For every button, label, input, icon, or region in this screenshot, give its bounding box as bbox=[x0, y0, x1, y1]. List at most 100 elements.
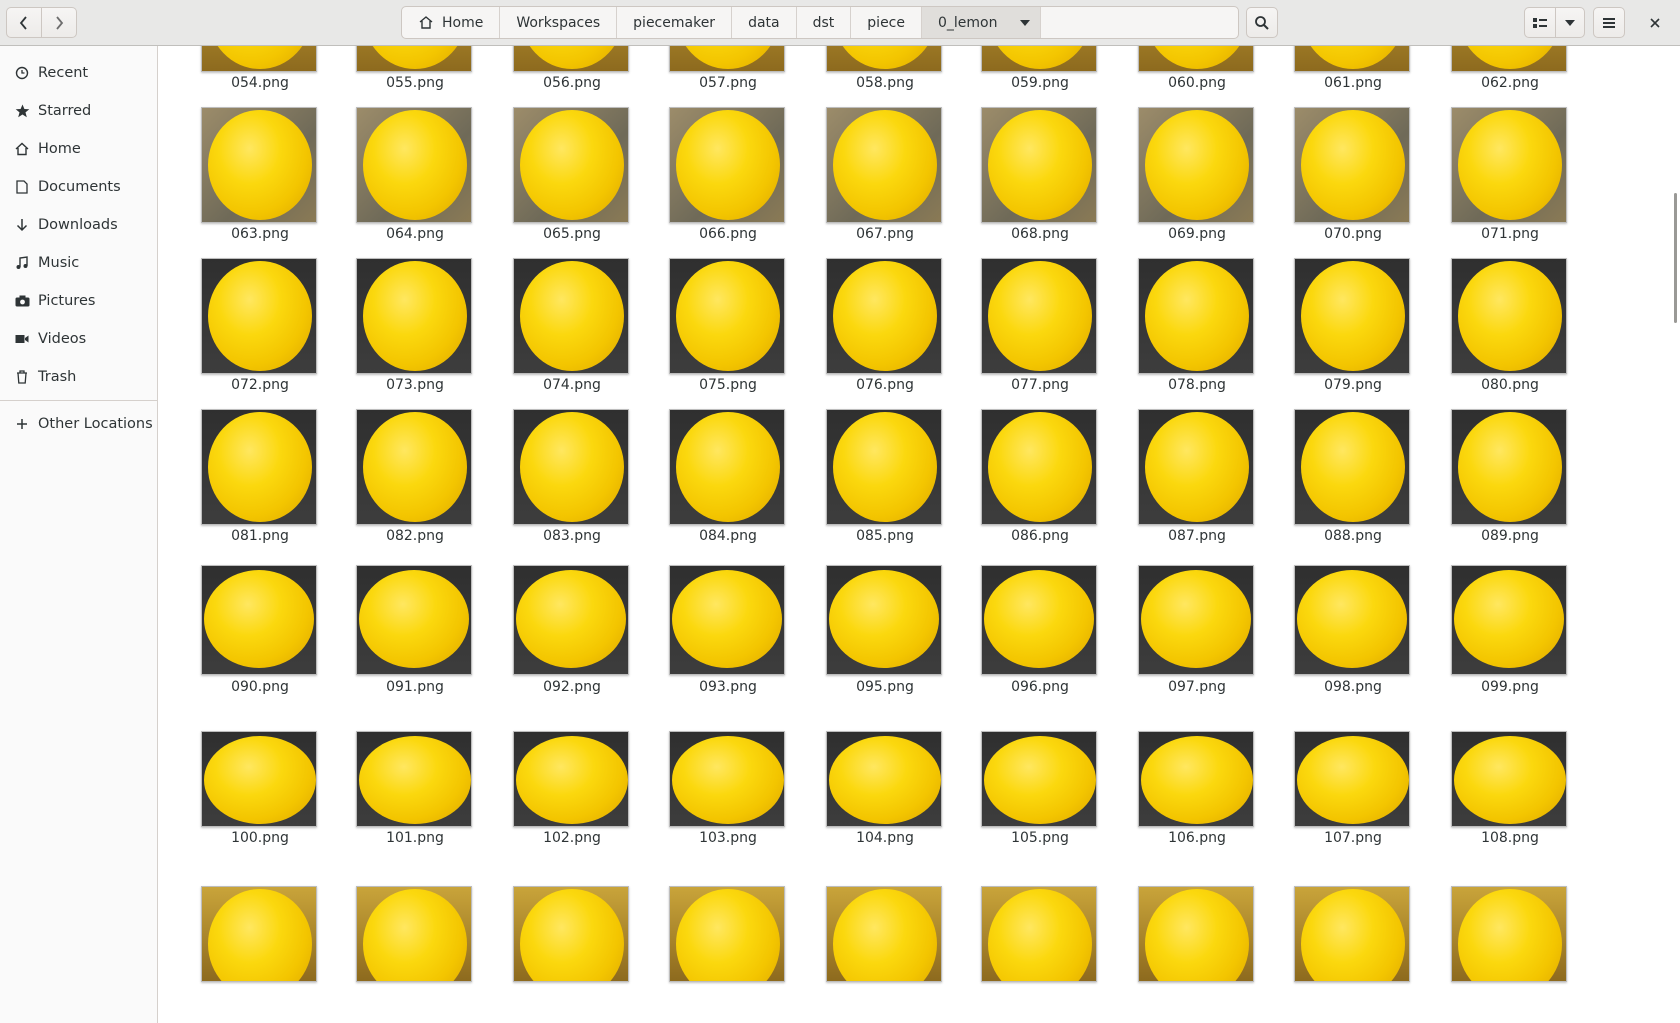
crumb-label: dst bbox=[812, 14, 835, 31]
file-name-label: 075.png bbox=[699, 377, 757, 393]
lemon-photo bbox=[359, 570, 469, 668]
back-button[interactable] bbox=[6, 7, 42, 38]
lemon-photo bbox=[204, 736, 316, 824]
search-icon bbox=[1255, 15, 1269, 30]
search-button[interactable] bbox=[1246, 7, 1278, 38]
close-button[interactable] bbox=[1645, 13, 1665, 33]
file-name-label: 097.png bbox=[1168, 679, 1226, 695]
lemon-photo bbox=[833, 110, 937, 220]
lemon-photo bbox=[1145, 412, 1249, 522]
lemon-photo bbox=[829, 570, 939, 668]
thumbnail-image bbox=[1138, 409, 1254, 525]
sidebar-item-recent[interactable]: Recent bbox=[0, 54, 157, 92]
lemon-photo bbox=[363, 889, 467, 981]
file-name-label: 058.png bbox=[856, 75, 914, 91]
thumbnail-image bbox=[356, 731, 472, 827]
sidebar-item-trash[interactable]: Trash bbox=[0, 358, 157, 396]
file-name-label: 068.png bbox=[1011, 226, 1069, 242]
lemon-photo bbox=[363, 261, 467, 371]
lemon-photo bbox=[1145, 46, 1249, 69]
thumbnail-image bbox=[1451, 886, 1567, 982]
thumbnail-image bbox=[981, 107, 1097, 223]
file-name-label: 107.png bbox=[1324, 830, 1382, 846]
lemon-photo bbox=[988, 889, 1092, 981]
thumbnail-image bbox=[513, 731, 629, 827]
crumb-label: data bbox=[748, 14, 780, 31]
thumbnail-image bbox=[1451, 731, 1567, 827]
lemon-photo bbox=[676, 261, 780, 371]
lemon-photo bbox=[676, 412, 780, 522]
crumb-home[interactable]: Home bbox=[402, 7, 501, 38]
file-name-label: 103.png bbox=[699, 830, 757, 846]
crumb-current-folder[interactable]: 0_lemon bbox=[922, 7, 1041, 38]
path-bar: Home Workspaces piecemaker data dst piec… bbox=[401, 6, 1239, 39]
lemon-photo bbox=[672, 570, 782, 668]
lemon-photo bbox=[1145, 261, 1249, 371]
thumbnail-image bbox=[1451, 565, 1567, 675]
sidebar-item-home[interactable]: Home bbox=[0, 130, 157, 168]
thumbnail-image bbox=[669, 258, 785, 374]
sidebar-item-documents[interactable]: Documents bbox=[0, 168, 157, 206]
lemon-photo bbox=[208, 889, 312, 981]
file-name-label: 090.png bbox=[231, 679, 289, 695]
thumbnail-image bbox=[826, 46, 942, 72]
thumbnail-image bbox=[356, 409, 472, 525]
sidebar-item-starred[interactable]: Starred bbox=[0, 92, 157, 130]
file-name-label: 076.png bbox=[856, 377, 914, 393]
file-name-label: 071.png bbox=[1481, 226, 1539, 242]
sidebar-item-label: Videos bbox=[38, 331, 87, 347]
view-options-button[interactable] bbox=[1555, 7, 1585, 38]
thumbnail-image bbox=[1138, 565, 1254, 675]
sidebar-item-downloads[interactable]: Downloads bbox=[0, 206, 157, 244]
file-name-label: 085.png bbox=[856, 528, 914, 544]
lemon-photo bbox=[520, 261, 624, 371]
sidebar-item-other-locations[interactable]: Other Locations bbox=[0, 405, 157, 443]
thumbnail-image bbox=[356, 565, 472, 675]
thumbnail-image bbox=[981, 886, 1097, 982]
thumbnail-image bbox=[1294, 565, 1410, 675]
thumbnail-image bbox=[826, 731, 942, 827]
sidebar-item-pictures[interactable]: Pictures bbox=[0, 282, 157, 320]
thumbnail-image bbox=[201, 258, 317, 374]
lemon-photo bbox=[1458, 889, 1562, 981]
thumbnail-image bbox=[1138, 886, 1254, 982]
lemon-photo bbox=[520, 110, 624, 220]
hamburger-menu-icon bbox=[1603, 17, 1615, 28]
thumbnail-image bbox=[1451, 409, 1567, 525]
close-icon bbox=[1650, 18, 1660, 28]
thumbnail-image bbox=[201, 731, 317, 827]
file-name-label: 066.png bbox=[699, 226, 757, 242]
file-name-label: 104.png bbox=[856, 830, 914, 846]
file-name-label: 055.png bbox=[386, 75, 444, 91]
sidebar-item-videos[interactable]: Videos bbox=[0, 320, 157, 358]
crumb-piecemaker[interactable]: piecemaker bbox=[617, 7, 733, 38]
crumb-data[interactable]: data bbox=[732, 7, 797, 38]
lemon-photo bbox=[359, 736, 471, 824]
thumbnail-image bbox=[513, 107, 629, 223]
sidebar-item-music[interactable]: Music bbox=[0, 244, 157, 282]
thumbnail-image bbox=[669, 886, 785, 982]
menu-button[interactable] bbox=[1593, 7, 1625, 38]
home-icon bbox=[14, 141, 30, 157]
lemon-photo bbox=[363, 110, 467, 220]
lemon-photo bbox=[988, 261, 1092, 371]
crumb-dst[interactable]: dst bbox=[797, 7, 852, 38]
lemon-photo bbox=[833, 261, 937, 371]
sidebar-item-label: Trash bbox=[38, 369, 77, 385]
file-name-label: 091.png bbox=[386, 679, 444, 695]
lemon-photo bbox=[516, 736, 628, 824]
view-mode-button[interactable] bbox=[1524, 7, 1556, 38]
thumbnail-image bbox=[981, 565, 1097, 675]
lemon-photo bbox=[1297, 736, 1409, 824]
file-name-label: 092.png bbox=[543, 679, 601, 695]
crumb-workspaces[interactable]: Workspaces bbox=[500, 7, 618, 38]
thumbnail-image bbox=[669, 46, 785, 72]
lemon-photo bbox=[1301, 889, 1405, 981]
lemon-photo bbox=[1301, 46, 1405, 69]
forward-button[interactable] bbox=[42, 7, 77, 38]
crumb-label: Home bbox=[442, 14, 484, 31]
crumb-piece[interactable]: piece bbox=[851, 7, 922, 38]
dropdown-arrow-icon[interactable] bbox=[1019, 19, 1030, 26]
scrollbar[interactable] bbox=[1674, 193, 1677, 323]
